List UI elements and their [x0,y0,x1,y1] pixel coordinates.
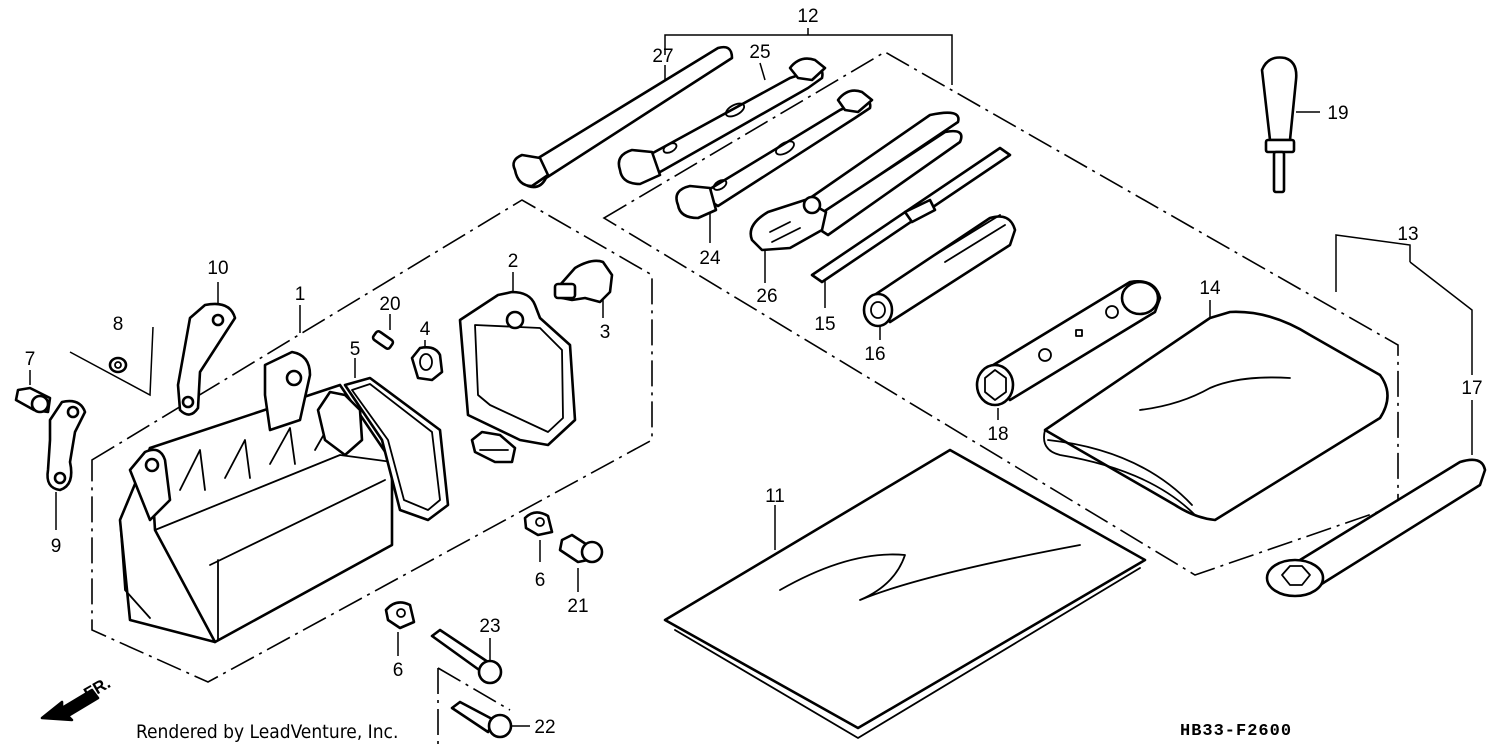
callout-4: 4 [420,319,431,340]
callout-17: 17 [1461,378,1482,399]
callout-11: 11 [765,486,785,507]
screwdriver [810,146,1012,284]
callout-12: 12 [797,6,818,27]
bolt-small [14,386,52,414]
wrench-27 [512,45,734,189]
tool-box [118,350,394,644]
callout-labels: 1 2 3 4 5 6 6 7 8 9 10 11 12 13 14 15 16… [25,6,1483,738]
group-outlines [91,51,1399,744]
tool-kit-group-outline [602,51,1399,576]
spanner [1265,458,1487,598]
flange-bolt-21 [558,533,604,564]
pliers [749,111,963,252]
leader-8 [69,326,154,397]
callout-24: 24 [699,248,721,269]
callout-10: 10 [207,258,228,279]
grip [1260,56,1298,194]
callout-27: 27 [652,46,673,67]
callout-19: 19 [1327,103,1348,124]
callout-20: 20 [379,294,400,315]
leader-25 [759,62,766,81]
bolt-group-bracket-line [437,667,511,711]
stay-b [176,302,237,416]
callout-6-lower: 6 [393,660,404,681]
callout-18: 18 [987,424,1008,445]
lid-frame [458,290,577,464]
front-arrow: FR. [40,673,114,722]
flange-bolt-23 [430,628,503,685]
callout-1: 1 [295,284,306,305]
diagram-code: HB33-F2600 [1180,722,1292,741]
callout-22: 22 [534,717,555,738]
plug-wrench [975,280,1162,407]
callout-3: 3 [600,322,611,343]
callout-2: 2 [508,251,519,272]
washer-a [523,511,554,537]
callout-8: 8 [113,314,124,335]
callout-26: 26 [756,286,777,307]
credit-text: Rendered by LeadVenture, Inc. [136,721,398,743]
callout-16: 16 [864,344,885,365]
collar [108,356,128,374]
washer-b [384,601,416,630]
stay-a [46,399,87,492]
callout-21: 21 [567,596,588,617]
callout-5: 5 [350,339,361,360]
callout-6-upper: 6 [535,570,546,591]
callout-15: 15 [814,314,835,335]
callout-14: 14 [1199,278,1221,299]
gasket [343,376,450,522]
grommet [410,346,444,382]
wrench-25 [617,57,827,186]
flange-bolt-22 [450,700,513,739]
callout-23: 23 [479,616,500,637]
latch [553,259,614,304]
leader-13-right [1409,261,1473,375]
tool-bag [1043,310,1389,522]
toolbox-group-outline [91,199,653,683]
handle-socket [862,214,1017,328]
owners-manual [663,448,1147,739]
leader-13 [1335,234,1411,292]
callout-25: 25 [749,42,770,63]
wrench-24 [675,89,874,220]
callout-9: 9 [51,536,62,557]
callout-13: 13 [1397,224,1418,245]
callout-7: 7 [25,349,36,370]
pin [371,330,395,350]
